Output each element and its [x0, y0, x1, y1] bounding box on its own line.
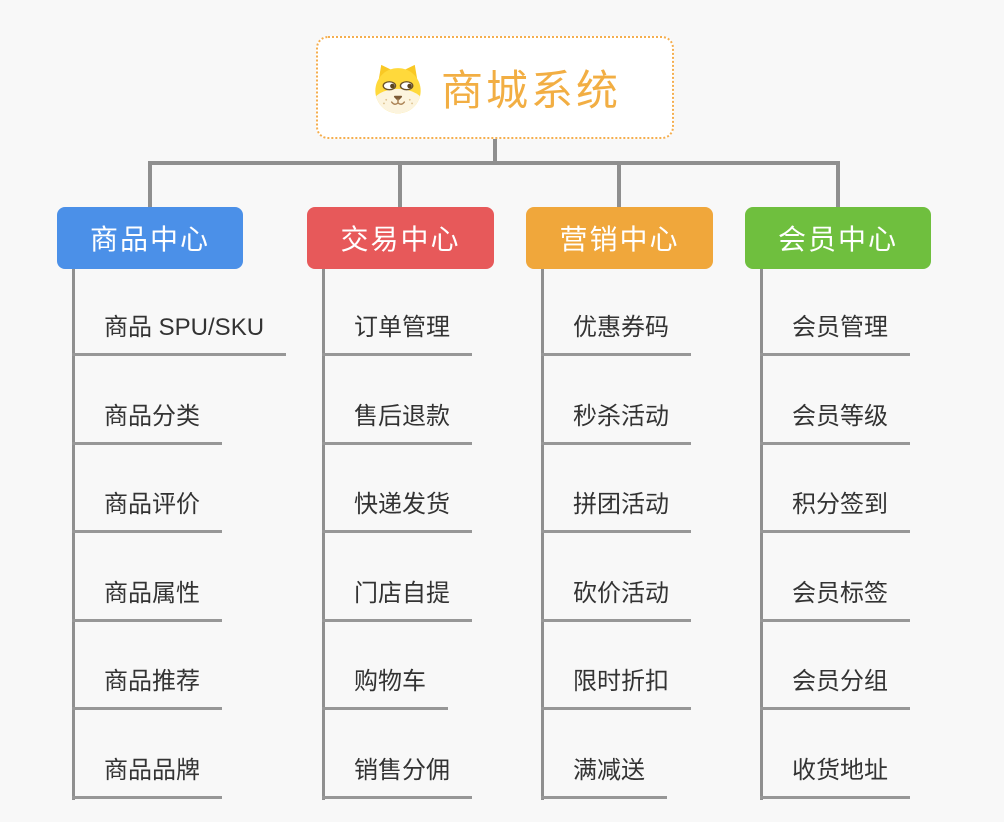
branch-node-member-center[interactable]: 会员中心 — [745, 207, 931, 269]
leaf-node[interactable]: 会员分组 — [760, 666, 910, 711]
leaf-node[interactable]: 订单管理 — [322, 312, 472, 356]
connector-drop-marketing — [617, 163, 621, 207]
connector-trunk-marketing — [541, 269, 544, 800]
leaf-node[interactable]: 商品属性 — [72, 578, 222, 622]
connector-root-stub — [493, 139, 497, 163]
leaf-node[interactable]: 砍价活动 — [541, 578, 691, 622]
root-node-mall-system[interactable]: 商城系统 — [316, 36, 674, 139]
connector-drop-products — [148, 163, 152, 207]
connector-trunk-products — [72, 269, 75, 800]
leaf-node[interactable]: 限时折扣 — [541, 666, 691, 711]
leaf-column-members: 会员管理 会员等级 积分签到 会员标签 会员分组 收货地址 — [760, 269, 910, 799]
leaf-node[interactable]: 商品推荐 — [72, 666, 222, 711]
leaf-node[interactable]: 拼团活动 — [541, 489, 691, 534]
branch-label: 商品中心 — [89, 224, 210, 255]
leaf-node[interactable]: 销售分佣 — [322, 755, 472, 799]
leaf-node[interactable]: 快递发货 — [322, 489, 472, 534]
bottom-strip — [0, 822, 1004, 840]
leaf-column-marketing: 优惠券码 秒杀活动 拼团活动 砍价活动 限时折扣 满减送 — [541, 269, 691, 799]
leaf-node[interactable]: 会员管理 — [760, 312, 910, 356]
connector-trunk-trade — [322, 269, 325, 800]
leaf-node[interactable]: 优惠券码 — [541, 312, 691, 356]
branch-label: 会员中心 — [777, 224, 898, 255]
leaf-node[interactable]: 商品分类 — [72, 401, 222, 445]
leaf-node[interactable]: 商品评价 — [72, 489, 222, 534]
branch-node-marketing-center[interactable]: 营销中心 — [526, 207, 713, 269]
leaf-node[interactable]: 商品品牌 — [72, 755, 222, 799]
leaf-column-trade: 订单管理 售后退款 快递发货 门店自提 购物车 销售分佣 — [322, 269, 472, 799]
branch-label: 交易中心 — [340, 224, 461, 255]
branch-node-product-center[interactable]: 商品中心 — [57, 207, 243, 269]
leaf-node[interactable]: 收货地址 — [760, 755, 910, 799]
connector-horizontal-bus — [148, 161, 840, 165]
connector-drop-members — [836, 163, 840, 207]
leaf-node[interactable]: 购物车 — [322, 666, 448, 711]
doge-icon — [375, 64, 421, 113]
leaf-node[interactable]: 门店自提 — [322, 578, 472, 622]
leaf-node[interactable]: 满减送 — [541, 755, 667, 799]
leaf-node[interactable]: 会员标签 — [760, 578, 910, 622]
leaf-node[interactable]: 商品 SPU/SKU — [72, 312, 287, 356]
branch-node-trade-center[interactable]: 交易中心 — [307, 207, 494, 269]
connector-trunk-members — [760, 269, 763, 800]
leaf-node[interactable]: 售后退款 — [322, 401, 472, 445]
leaf-column-products: 商品 SPU/SKU 商品分类 商品评价 商品属性 商品推荐 商品品牌 — [72, 269, 287, 799]
branch-label: 营销中心 — [559, 224, 680, 255]
connector-drop-trade — [398, 163, 402, 207]
leaf-node[interactable]: 积分签到 — [760, 489, 910, 534]
leaf-node[interactable]: 秒杀活动 — [541, 401, 691, 445]
root-node-title: 商城系统 — [440, 67, 621, 114]
leaf-node[interactable]: 会员等级 — [760, 401, 910, 445]
